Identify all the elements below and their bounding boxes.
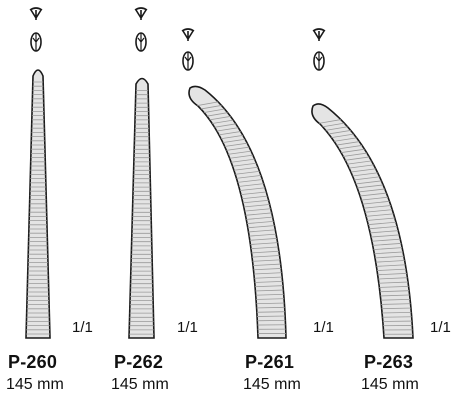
jaw-profile-icon <box>181 28 195 71</box>
instrument-length-p-261: 145 mm <box>243 376 301 393</box>
jaw-profile-icon <box>134 7 148 52</box>
serration-line <box>311 206 413 219</box>
serration-line <box>189 215 286 226</box>
product-code-p-262: P-262 <box>114 352 164 372</box>
jaw-drawing-p-263 <box>311 103 414 339</box>
serration-line <box>311 215 413 227</box>
serration-line <box>311 224 413 235</box>
product-code-p-263: P-263 <box>364 352 414 372</box>
scale-label-p-260: 1/1 <box>72 319 93 336</box>
serration-line <box>189 184 286 198</box>
serration-line <box>189 206 286 218</box>
jaw-drawing-p-260 <box>25 69 51 339</box>
serration-line <box>189 210 286 222</box>
jaw-profile-icon <box>29 7 43 52</box>
scale-label-p-261: 1/1 <box>313 319 334 336</box>
product-code-p-261: P-261 <box>245 352 295 372</box>
scale-label-p-263: 1/1 <box>430 319 451 336</box>
instrument-length-p-260: 145 mm <box>6 376 64 393</box>
jaw-profile-icon <box>312 28 326 71</box>
instrument-length-p-263: 145 mm <box>361 376 419 393</box>
serration-line <box>311 127 413 146</box>
serration-line <box>311 228 413 239</box>
serration-line <box>189 202 286 214</box>
serration-line <box>189 188 286 202</box>
jaw-drawing-p-262 <box>128 77 155 339</box>
serration-line <box>189 193 286 206</box>
product-code-p-260: P-260 <box>8 352 58 372</box>
serration-line <box>311 219 413 231</box>
serration-line <box>311 211 413 223</box>
instrument-length-p-262: 145 mm <box>111 376 169 393</box>
serration-line <box>189 197 286 210</box>
scale-label-p-262: 1/1 <box>177 319 198 336</box>
jaw-drawing-p-261 <box>188 85 287 339</box>
